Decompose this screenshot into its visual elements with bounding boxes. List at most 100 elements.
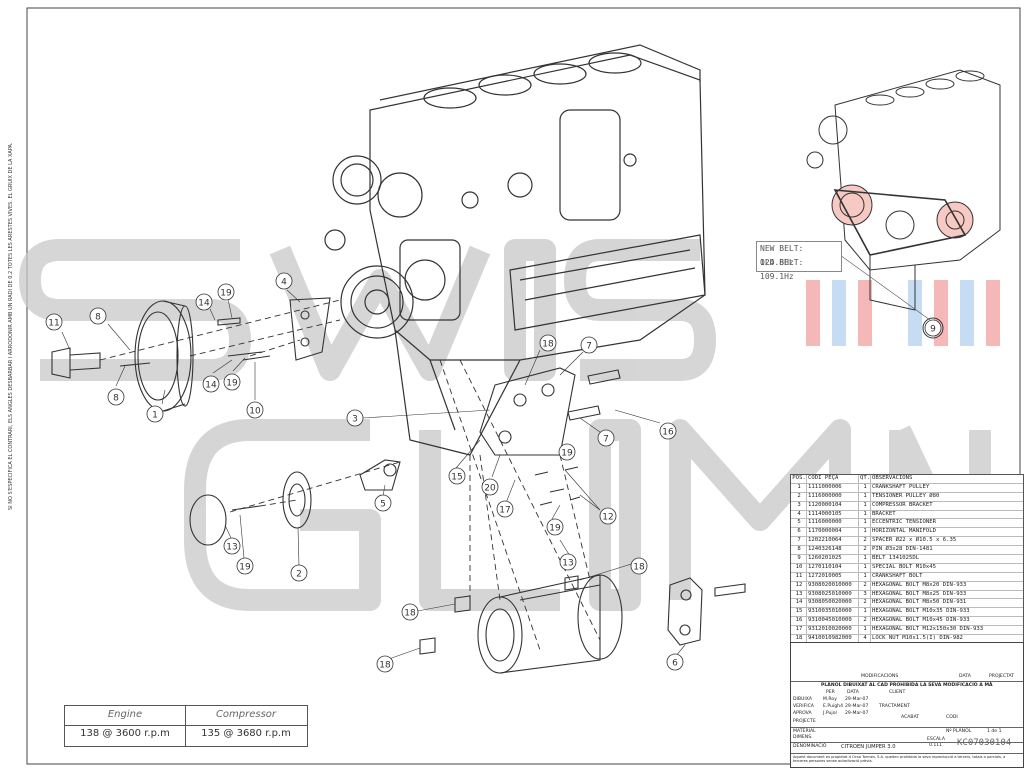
callout-balloon: 15	[448, 467, 466, 485]
callout-balloon: 13	[223, 537, 241, 555]
callout-label: 19	[220, 289, 232, 299]
callout-label: 11	[48, 319, 59, 329]
bom-cell: 12	[791, 581, 807, 590]
bom-cell: 1	[791, 483, 807, 492]
bom-cell: ECCENTRIC TENSIONER	[872, 519, 936, 526]
callout-label: 18	[404, 609, 416, 619]
callout-balloon: 19	[217, 283, 235, 301]
bom-cell: LOCK NUT M10x1.5(I) DIN-982	[872, 635, 963, 642]
bom-cell: BELT 1341025DL	[872, 555, 920, 562]
callout-label: 19	[239, 563, 251, 573]
bom-cell: 9310035010000	[807, 608, 859, 617]
data-label: DATA	[959, 674, 971, 679]
aprova-date: 29-Mar-07	[845, 711, 869, 716]
projecte-label: PROJECTE	[793, 719, 816, 724]
dibuixa-label: DIBUIXA	[793, 697, 813, 702]
callout-balloon: 10	[246, 401, 264, 419]
callout-label: 13	[562, 559, 573, 569]
bom-cell: 1170000004	[807, 528, 859, 537]
sheet-count: 1 de 1	[987, 729, 1002, 734]
compressor-header: Compressor	[215, 709, 277, 720]
callout-circle	[346, 409, 364, 427]
leader-lines	[61, 289, 686, 661]
bom-cell: 4	[791, 510, 807, 519]
old-belt-frequency: OLD BELT: 109.1Hz	[760, 258, 804, 281]
bom-cell: SPACER Ø22 x Ø10.5 x 6.35	[872, 537, 957, 544]
callout-circle	[202, 375, 220, 393]
callout-balloon: 19	[546, 518, 564, 536]
callout-circle	[146, 405, 164, 423]
title-block: MODIFICACIONS DATA PROJECTAT PLÀNOL DIBU…	[790, 642, 1024, 768]
bom-cell: 9310045010000	[807, 617, 859, 626]
callout-balloon: 8	[107, 388, 125, 406]
exploded-parts	[51, 297, 746, 674]
callout-balloon: 16	[659, 422, 677, 440]
verifica-who: E.Puigh4	[823, 704, 843, 709]
callout-circle	[448, 467, 466, 485]
bom-cell: 9308020010000	[807, 581, 859, 590]
bom-cell: 4	[859, 635, 871, 643]
escala-label: ESCALA	[927, 737, 945, 742]
callout-circle	[666, 653, 684, 671]
belt-leader-line	[839, 254, 931, 321]
acabat-label: ACABAT	[901, 715, 920, 720]
callout-circle	[217, 283, 235, 301]
callout-circle	[539, 334, 557, 352]
callout-balloon: 19	[223, 373, 241, 391]
bom-cell: 11	[791, 572, 807, 581]
bom-cell: BRACKET	[872, 510, 896, 517]
callout-label: 16	[662, 428, 674, 438]
dimens-label: DIMENS.	[793, 735, 813, 740]
callout-circle	[374, 494, 392, 512]
callout-balloon: 20	[481, 478, 499, 496]
bom-cell: 9	[791, 555, 807, 563]
callout-circle	[558, 443, 576, 461]
bom-cell: 7	[791, 537, 807, 546]
client-label: CLIENT	[889, 690, 906, 695]
data2-label: DATA	[847, 690, 859, 695]
bom-cell: 17	[791, 626, 807, 635]
bom-cell: 8	[791, 546, 807, 555]
bom-cell: 1	[859, 555, 871, 563]
callout-circle	[45, 313, 63, 331]
engine-block	[324, 44, 706, 456]
callout-circle	[924, 319, 942, 337]
callouts: 1234567788910111213131414151617181818181…	[45, 272, 942, 673]
aprova-label: APROVA	[793, 711, 812, 716]
bom-cell: 9308025010000	[807, 590, 859, 599]
callout-circle	[630, 557, 648, 575]
bom-cell: 2	[791, 492, 807, 501]
bom-header-cell: QT.	[860, 475, 871, 483]
callout-label: 2	[296, 570, 302, 580]
bom-cell: HEXAGONAL BOLT M10x35 DIN-933	[872, 608, 970, 615]
callout-circle	[659, 422, 677, 440]
callout-label: 18	[633, 563, 645, 573]
callout-balloon: 3	[346, 409, 364, 427]
callout-label: 14	[205, 381, 217, 391]
tractament-label: TRACTAMENT	[879, 704, 910, 709]
side-note-text: SI NO S'ESPECIFICA EL CONTRARI, ELS ANGL…	[8, 142, 14, 510]
bom-cell: 1240326148	[807, 546, 859, 555]
callout-balloon: 6	[666, 653, 684, 671]
bom-cell: 2	[859, 546, 871, 555]
sheet-frame	[26, 7, 1021, 765]
bom-cell: 1111000006	[807, 483, 859, 492]
callout-label: 19	[561, 449, 573, 459]
bom-cell: 1272010005	[807, 572, 859, 581]
bom-cell: TENSIONER PULLEY Ø80	[872, 492, 940, 499]
callout-circle	[290, 564, 308, 582]
callout-balloon: 4	[275, 272, 293, 290]
callout-balloon: 9	[924, 319, 942, 337]
bom-header-cell: POS.	[792, 475, 807, 483]
bom-cell: 1	[859, 608, 871, 617]
bom-cell: 1	[859, 501, 871, 510]
callout-label: 1	[152, 411, 158, 421]
bom-cell: 3	[859, 590, 871, 599]
